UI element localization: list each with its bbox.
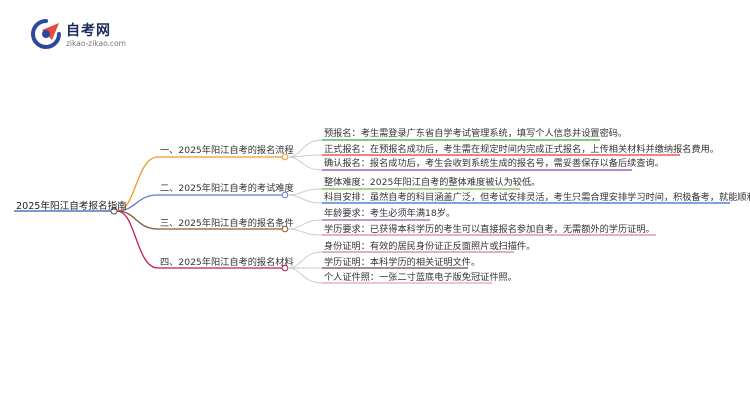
- leaf-connector: [287, 228, 323, 236]
- leaf-connector: [287, 251, 323, 269]
- branch-connector: [116, 210, 159, 269]
- leaf-subject-arrangement: 科目安排：虽然自考的科目涵盖广泛，但考试安排灵活，考生只需合理安排学习时间，积极…: [324, 192, 750, 203]
- branch-connector-dot: [281, 191, 289, 199]
- leaf-connector: [287, 194, 323, 204]
- leaf-pre-registration: 预报名：考生需登录广东省自学考试管理系统，填写个人信息并设置密码。: [324, 128, 628, 139]
- leaf-connector: [287, 267, 323, 284]
- branch-connector: [116, 156, 159, 212]
- branch-connector-dot: [281, 153, 289, 161]
- branch-connector: [116, 194, 159, 212]
- logo-mark-icon: [31, 19, 61, 49]
- logo-domain: zikao-zikao.com: [66, 39, 126, 48]
- branch-label-process[interactable]: 一、2025年阳江自考的报名流程: [160, 145, 294, 156]
- leaf-overall-difficulty: 整体难度：2025年阳江自考的整体难度被认为较低。: [324, 177, 541, 188]
- leaf-formal-registration: 正式报名：在预报名成功后，考生需在规定时间内完成正式报名，上传相关材料并缴纳报名…: [324, 144, 720, 155]
- leaf-education-proof: 学历证明：本科学历的相关证明文件。: [324, 257, 481, 268]
- leaf-identity-proof: 身份证明：有效的居民身份证正反面照片或扫描件。: [324, 241, 536, 252]
- leaf-id-photo: 个人证件照：一张二寸蓝底电子版免冠证件照。: [324, 272, 517, 283]
- branch-label-materials[interactable]: 四、2025年阳江自考的报名材料: [160, 257, 294, 268]
- leaf-age-requirement: 年龄要求：考生必须年满18岁。: [324, 208, 456, 219]
- site-logo[interactable]: 自考网 zikao-zikao.com: [30, 18, 170, 52]
- mindmap-root[interactable]: 2025年阳江自考报名指南: [16, 201, 127, 212]
- leaf-education-requirement: 学历要求：已获得本科学历的考生可以直接报名参加自考，无需额外的学历证明。: [324, 224, 655, 235]
- logo-brand-name: 自考网: [66, 23, 111, 39]
- leaf-connector: [287, 156, 323, 171]
- branch-label-conditions[interactable]: 三、2025年阳江自考的报名条件: [160, 218, 294, 229]
- branch-label-difficulty[interactable]: 二、2025年阳江自考的考试难度: [160, 183, 294, 194]
- leaf-confirm-registration: 确认报名：报名成功后，考生会收到系统生成的报名号，需妥善保存以备后续查询。: [324, 158, 664, 169]
- branch-connector-dot: [281, 264, 289, 272]
- branch-connector-dot: [281, 225, 289, 233]
